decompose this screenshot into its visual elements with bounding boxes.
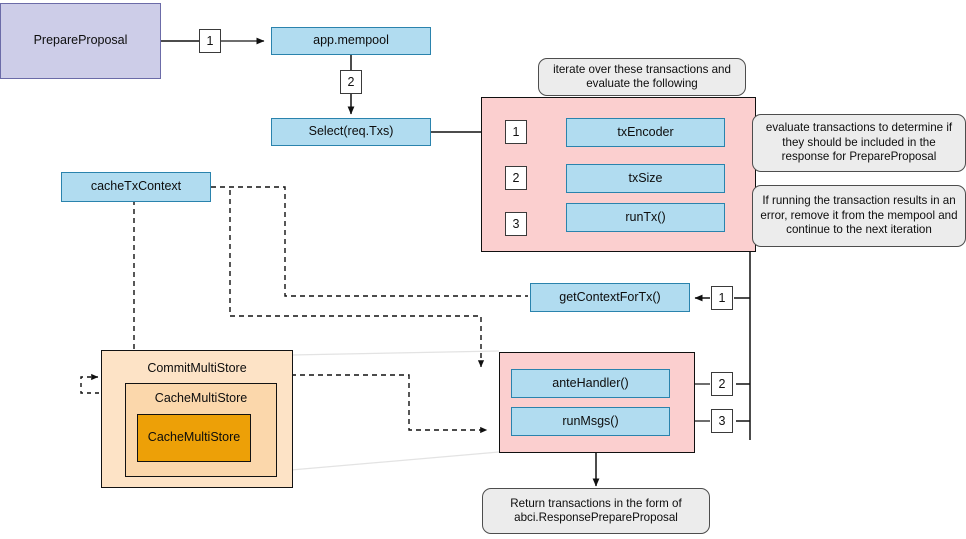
- node-app-mempool[interactable]: app.mempool: [271, 27, 431, 55]
- group-commit-multi-store: CommitMultiStore CacheMultiStore CacheMu…: [101, 350, 293, 488]
- badge-label: 1: [512, 125, 520, 139]
- note-error-handling: If running the transaction results in an…: [752, 185, 966, 247]
- node-run-msgs[interactable]: runMsgs(): [511, 407, 670, 436]
- badge-runtx-to-context: 1: [711, 286, 733, 310]
- group-cache-multi-store-mid: CacheMultiStore CacheMultiStore: [125, 383, 277, 477]
- node-get-context-for-tx[interactable]: getContextForTx(): [530, 283, 690, 312]
- node-label: getContextForTx(): [559, 289, 661, 304]
- badge-label: 1: [206, 34, 214, 48]
- badge-iter-tx-size: 2: [505, 166, 527, 190]
- note-iterate-transactions: iterate over these transactions and eval…: [538, 58, 746, 96]
- node-select-req-txs[interactable]: Select(req.Txs): [271, 118, 431, 146]
- node-label: app.mempool: [313, 33, 389, 48]
- note-text: If running the transaction results in an…: [760, 194, 958, 237]
- note-text: Return transactions in the form of abci.…: [510, 496, 682, 524]
- note-text: evaluate transactions to determine if th…: [765, 121, 953, 164]
- node-run-tx[interactable]: runTx(): [566, 203, 725, 232]
- node-label: Select(req.Txs): [308, 124, 394, 139]
- commit-multi-store-label: CommitMultiStore: [147, 361, 247, 375]
- node-tx-encoder[interactable]: txEncoder: [566, 118, 725, 147]
- node-cache-tx-context[interactable]: cacheTxContext: [61, 172, 211, 202]
- node-label: runTx(): [625, 209, 666, 224]
- node-label: anteHandler(): [552, 375, 629, 390]
- badge-runtx-to-ante: 2: [711, 372, 733, 396]
- badge-iter-tx-encoder: 1: [505, 120, 527, 144]
- group-execute-transaction: [499, 352, 695, 453]
- badge-iter-run-tx: 3: [505, 212, 527, 236]
- badge-label: 2: [347, 75, 355, 89]
- badge-label: 3: [512, 217, 520, 231]
- badge-mempool-to-select: 2: [340, 70, 362, 94]
- node-label: runMsgs(): [562, 413, 619, 428]
- node-label: CacheMultiStore: [147, 430, 241, 445]
- badge-label: 2: [718, 377, 726, 391]
- node-ante-handler[interactable]: anteHandler(): [511, 369, 670, 398]
- node-cache-multi-store-core[interactable]: CacheMultiStore: [137, 414, 251, 462]
- node-label: cacheTxContext: [90, 179, 182, 194]
- note-text: iterate over these transactions and eval…: [553, 62, 731, 90]
- node-prepare-proposal[interactable]: PrepareProposal: [0, 3, 161, 79]
- badge-prepare-to-mempool: 1: [199, 29, 221, 53]
- node-label: txSize: [628, 170, 663, 185]
- badge-label: 3: [718, 414, 726, 428]
- node-label: PrepareProposal: [33, 33, 128, 48]
- badge-label: 2: [512, 171, 520, 185]
- cache-multi-store-mid-label: CacheMultiStore: [154, 391, 248, 405]
- badge-label: 1: [718, 291, 726, 305]
- node-tx-size[interactable]: txSize: [566, 164, 725, 193]
- note-return-response: Return transactions in the form of abci.…: [482, 488, 710, 534]
- node-label: txEncoder: [617, 124, 674, 139]
- badge-runtx-to-msgs: 3: [711, 409, 733, 433]
- note-evaluate-transactions: evaluate transactions to determine if th…: [752, 114, 966, 172]
